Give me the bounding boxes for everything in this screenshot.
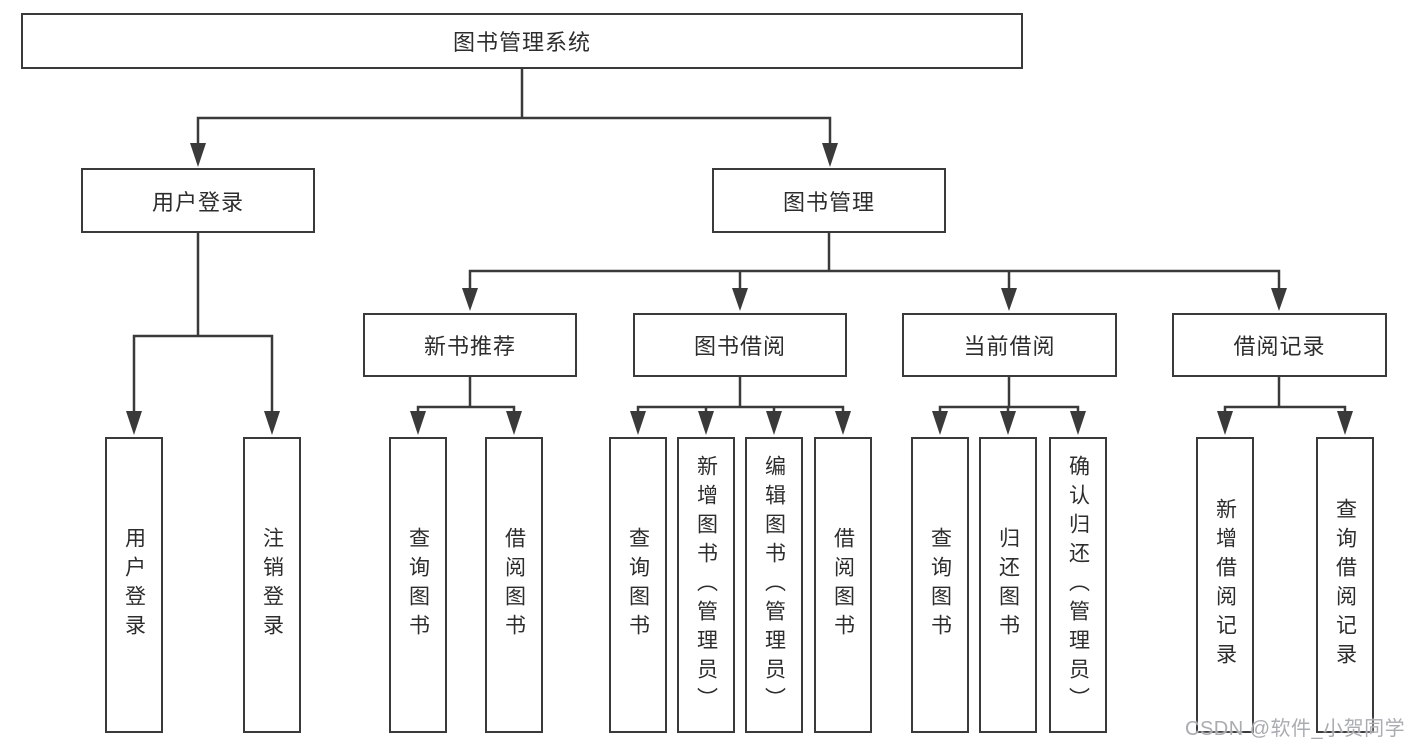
leaf-recommend-borrow-books-label: 借阅图书: [502, 527, 526, 643]
leaf-confirm-return-admin-label: 确认归还（管理员）: [1066, 454, 1090, 716]
node-new-book-recommend-label: 新书推荐: [423, 334, 516, 359]
node-user-login: 用户登录: [81, 168, 315, 233]
leaf-return-books-label: 归还图书: [996, 527, 1020, 643]
node-new-book-recommend: 新书推荐: [363, 313, 577, 377]
leaf-recommend-borrow-books: 借阅图书: [485, 437, 543, 733]
node-borrowing-records: 借阅记录: [1172, 313, 1387, 377]
csdn-watermark: CSDN @软件_小贺同学: [1185, 718, 1405, 740]
connector-path: [132, 67, 1347, 414]
leaf-edit-books-admin: 编辑图书（管理员）: [745, 437, 803, 733]
leaf-logout: 注销登录: [243, 437, 301, 733]
leaf-borrowing-query-books: 查询图书: [609, 437, 667, 733]
node-book-borrowing: 图书借阅: [633, 313, 847, 377]
node-user-login-label: 用户登录: [151, 189, 244, 215]
leaf-recommend-query-books-label: 查询图书: [406, 527, 430, 643]
leaf-add-borrow-record-label: 新增借阅记录: [1213, 498, 1237, 672]
leaf-current-query-books: 查询图书: [911, 437, 969, 733]
node-book-borrowing-label: 图书借阅: [693, 334, 786, 359]
leaf-user-login: 用户登录: [105, 437, 163, 733]
leaf-return-books: 归还图书: [979, 437, 1037, 733]
node-book-management: 图书管理: [712, 168, 946, 233]
leaf-add-books-admin: 新增图书（管理员）: [677, 437, 735, 733]
arrowheads: [126, 143, 1353, 435]
node-current-borrowing: 当前借阅: [902, 313, 1117, 377]
node-library-management-system: 图书管理系统: [21, 13, 1023, 69]
leaf-borrow-books-label: 借阅图书: [831, 527, 855, 643]
leaf-current-query-books-label: 查询图书: [928, 527, 952, 643]
leaf-recommend-query-books: 查询图书: [389, 437, 447, 733]
leaf-add-borrow-record: 新增借阅记录: [1196, 437, 1254, 733]
node-current-borrowing-label: 当前借阅: [963, 334, 1056, 359]
leaf-add-books-admin-label: 新增图书（管理员）: [694, 454, 718, 716]
leaf-query-borrow-record-label: 查询借阅记录: [1333, 498, 1357, 672]
leaf-edit-books-admin-label: 编辑图书（管理员）: [762, 454, 786, 716]
leaf-confirm-return-admin: 确认归还（管理员）: [1049, 437, 1107, 733]
leaf-query-borrow-record: 查询借阅记录: [1316, 437, 1374, 733]
leaf-logout-label: 注销登录: [260, 527, 284, 643]
node-book-management-label: 图书管理: [782, 189, 875, 215]
leaf-borrow-books: 借阅图书: [814, 437, 872, 733]
leaf-borrowing-query-books-label: 查询图书: [626, 527, 650, 643]
node-borrowing-records-label: 借阅记录: [1233, 334, 1326, 359]
node-library-management-system-label: 图书管理系统: [452, 30, 591, 55]
leaf-user-login-label: 用户登录: [122, 527, 146, 643]
